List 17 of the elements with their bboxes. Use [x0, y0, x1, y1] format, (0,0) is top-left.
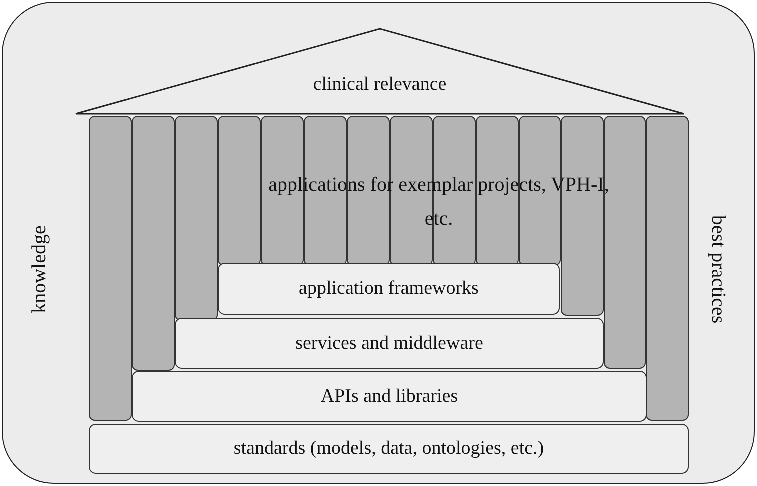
pillar-bar [646, 116, 689, 421]
pillar-bar [89, 116, 132, 421]
pillar-bar [218, 116, 261, 266]
layer-bar [218, 263, 560, 315]
layer-label: application frameworks [299, 278, 479, 300]
roof-triangle [74, 27, 686, 115]
roof-title: clinical relevance [312, 74, 448, 96]
layer-bar [132, 371, 647, 422]
layer-label: services and middleware [296, 332, 484, 354]
side-label: knowledge [28, 224, 52, 316]
pillar-bar [132, 116, 175, 371]
side-label: best practices [706, 214, 730, 326]
layer-label: standards (models, data, ontologies, etc.) [234, 438, 544, 460]
layer-bar [89, 424, 689, 474]
pillar-bar [175, 116, 218, 321]
layer-label: APIs and libraries [320, 386, 458, 408]
layer-bar [175, 318, 604, 369]
